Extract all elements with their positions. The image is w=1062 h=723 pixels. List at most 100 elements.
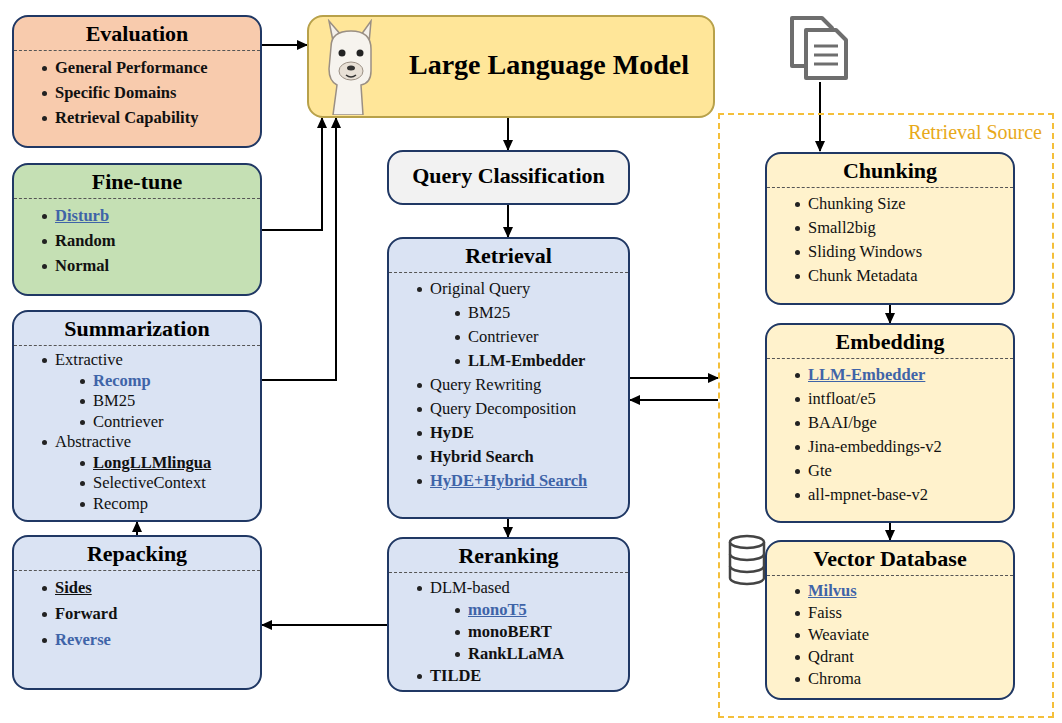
bullet	[80, 379, 85, 384]
list-item: RankLLaMA	[397, 643, 620, 665]
dashed-separator	[767, 358, 1013, 359]
bullet	[417, 586, 422, 591]
list-item: Chroma	[775, 668, 1005, 690]
bullet	[80, 481, 85, 486]
bullet	[455, 311, 460, 316]
evaluation-box: EvaluationGeneral PerformanceSpecific Do…	[12, 15, 262, 148]
connector-arrow	[262, 118, 336, 380]
bullet	[795, 589, 800, 594]
list-item: Small2big	[775, 216, 1005, 240]
llm-box: Large Language Model	[307, 15, 715, 118]
list-item: LLM-Embedder	[397, 349, 620, 373]
dashed-separator	[14, 198, 260, 199]
connector-arrow	[136, 522, 138, 535]
bullet	[42, 66, 47, 71]
dashed-separator	[767, 187, 1013, 188]
connector-arrow	[262, 624, 387, 626]
bullet	[455, 652, 460, 657]
list-item: monoT5	[397, 599, 620, 621]
connector-arrow	[262, 44, 307, 46]
bullet	[795, 445, 800, 450]
list-item: Gte	[775, 459, 1005, 483]
list-item: Weaviate	[775, 624, 1005, 646]
box-heading: Fine-tune	[22, 168, 252, 196]
list-item: Sides	[22, 575, 252, 601]
bullet	[795, 677, 800, 682]
reranking-box: RerankingDLM-basedmonoT5monoBERTRankLLaM…	[387, 537, 630, 692]
list-item: DLM-based	[397, 577, 620, 599]
list-item: LLM-Embedder	[775, 363, 1005, 387]
bullet	[795, 611, 800, 616]
bullet	[42, 612, 47, 617]
bullet	[417, 479, 422, 484]
list-item: Faiss	[775, 602, 1005, 624]
connector-arrow	[630, 399, 718, 401]
connector-arrow	[630, 377, 718, 379]
list-item: Retrieval Capability	[22, 105, 252, 130]
retrieval-source-region: Retrieval SourceChunkingChunking SizeSma…	[718, 113, 1054, 718]
list-item: monoBERT	[397, 621, 620, 643]
connector-arrow	[507, 205, 509, 237]
document-icon	[792, 18, 846, 78]
list-item: intfloat/e5	[775, 387, 1005, 411]
summarization-box: SummarizationExtractiveRecompBM25Contrie…	[12, 310, 262, 522]
bullet	[42, 358, 47, 363]
bullet	[80, 502, 85, 507]
llama-illustration	[315, 19, 387, 115]
query-classification-box: Query Classification	[387, 150, 630, 205]
list-item: Hybrid Search	[397, 445, 620, 469]
box-heading: Vector Database	[775, 545, 1005, 573]
connector-arrow	[262, 118, 322, 230]
connector-arrow	[889, 523, 891, 540]
list-item: Disturb	[22, 203, 252, 228]
bullet	[417, 674, 422, 679]
box-heading: Retrieval	[397, 242, 620, 270]
bullet	[417, 431, 422, 436]
dashed-separator	[389, 272, 628, 273]
list-item: Specific Domains	[22, 80, 252, 105]
bullet	[80, 399, 85, 404]
list-item: BM25	[22, 391, 252, 412]
list-item: Jina-embeddings-v2	[775, 435, 1005, 459]
list-item: Query Decomposition	[397, 397, 620, 421]
bullet	[795, 655, 800, 660]
list-item: Contriever	[397, 325, 620, 349]
list-item: Normal	[22, 253, 252, 278]
list-item: Extractive	[22, 350, 252, 371]
bullet	[795, 397, 800, 402]
bullet	[795, 202, 800, 207]
embedding-box: EmbeddingLLM-Embedderintfloat/e5BAAI/bge…	[765, 323, 1015, 523]
list-item: Forward	[22, 601, 252, 627]
list-item: Qdrant	[775, 646, 1005, 668]
box-heading: Reranking	[397, 542, 620, 570]
bullet	[795, 469, 800, 474]
bullet	[417, 383, 422, 388]
dashed-separator	[14, 345, 260, 346]
list-item: TILDE	[397, 665, 620, 687]
chunking-box: ChunkingChunking SizeSmall2bigSliding Wi…	[765, 152, 1015, 305]
region-label: Retrieval Source	[908, 121, 1042, 144]
bullet	[42, 116, 47, 121]
bullet	[42, 586, 47, 591]
dashed-separator	[14, 570, 260, 571]
list-item: Sliding Windows	[775, 240, 1005, 264]
list-item: Contriever	[22, 412, 252, 433]
list-item: Original Query	[397, 277, 620, 301]
bullet	[795, 226, 800, 231]
connector-arrow	[889, 305, 891, 323]
bullet	[795, 274, 800, 279]
box-heading: Repacking	[22, 540, 252, 568]
bullet	[417, 287, 422, 292]
list-item: Chunk Metadata	[775, 264, 1005, 288]
bullet	[795, 250, 800, 255]
document-arrow	[819, 82, 821, 151]
box-heading: Chunking	[775, 157, 1005, 185]
bullet	[455, 335, 460, 340]
list-item: all-mpnet-base-v2	[775, 483, 1005, 507]
dashed-separator	[767, 575, 1013, 576]
vector-database-box: Vector DatabaseMilvusFaissWeaviateQdrant…	[765, 540, 1015, 700]
box-heading: Embedding	[775, 328, 1005, 356]
bullet	[795, 493, 800, 498]
connector-arrow	[507, 118, 509, 150]
bullet	[417, 455, 422, 460]
